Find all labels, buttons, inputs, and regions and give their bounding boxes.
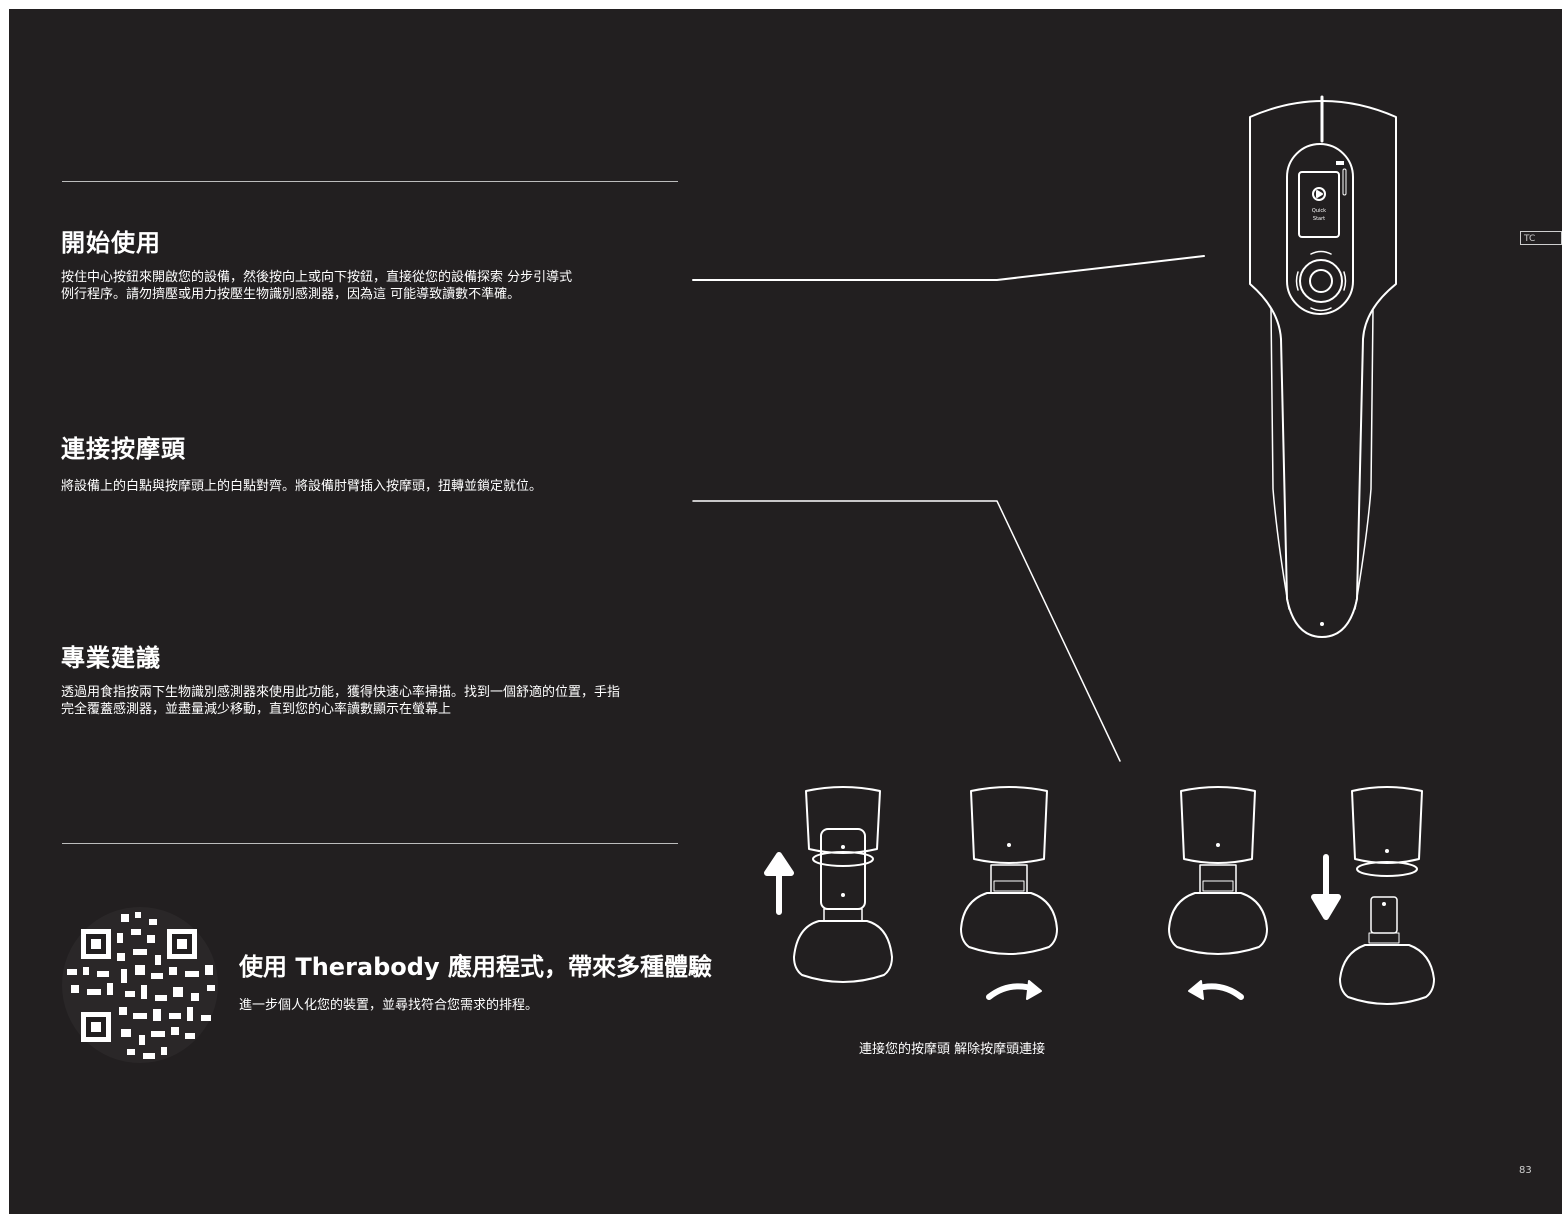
device-illustration — [1249, 95, 1397, 638]
manual-page: 開始使用 按住中心按鈕來開啟您的設備，然後按向上或向下按鈕，直接從您的設備探索 … — [9, 9, 1562, 1214]
callout-line-mid — [692, 500, 1121, 762]
detach-step-1 — [1168, 786, 1268, 1000]
qr-code — [62, 907, 218, 1063]
page-number: 83 — [1519, 1165, 1532, 1176]
section-body-pro-tip: 透過用食指按兩下生物識別感測器來使用此功能，獲得快速心率掃描。找到一個舒適的位置… — [61, 685, 621, 717]
detach-step-2 — [1311, 786, 1435, 1005]
section-title-getting-started: 開始使用 — [61, 229, 161, 257]
section-body-getting-started: 按住中心按鈕來開啟您的設備，然後按向上或向下按鈕，直接從您的設備探索 分步引導式… — [61, 270, 573, 302]
top-divider — [62, 181, 678, 182]
section-title-pro-tip: 專業建議 — [61, 644, 161, 672]
attach-step-2 — [960, 786, 1058, 1000]
attach-detach-caption: 連接您的按摩頭 解除按摩頭連接 — [859, 1042, 1046, 1057]
section-title-connect-head: 連接按摩頭 — [61, 435, 186, 463]
language-tab: TC — [1520, 231, 1562, 245]
illustrations: Quick Start — [62, 95, 1435, 1063]
device-screen-line2: Start — [1313, 216, 1325, 222]
app-promo-title: 使用 Therabody 應用程式，帶來多種體驗 — [239, 953, 712, 981]
callout-line-top — [692, 255, 1205, 281]
attach-step-1 — [764, 786, 893, 983]
app-promo-subtitle: 進一步個人化您的裝置，並尋找符合您需求的排程。 — [239, 998, 539, 1013]
device-screen-line1: Quick — [1312, 208, 1326, 214]
bottom-divider — [62, 843, 678, 844]
section-body-connect-head: 將設備上的白點與按摩頭上的白點對齊。將設備肘臂插入按摩頭，扭轉並鎖定就位。 — [61, 479, 543, 494]
